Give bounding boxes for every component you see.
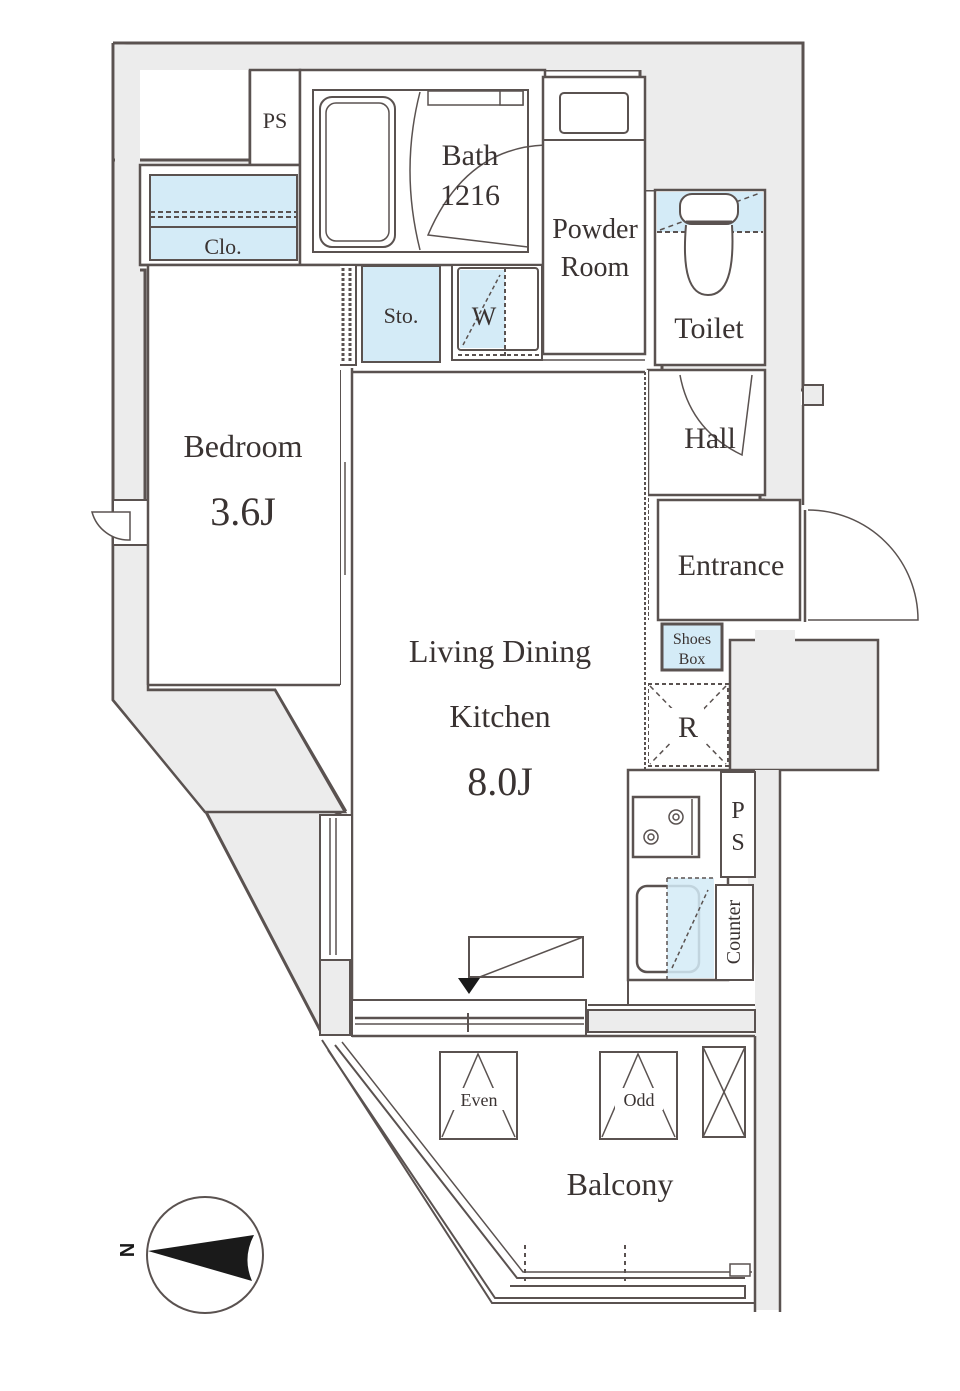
compass-label: N: [115, 1243, 137, 1257]
counter: [715, 884, 754, 981]
ldk-size-label: 8.0J: [467, 759, 533, 804]
compass-north-icon: N: [115, 1196, 264, 1314]
balcony-label: Balcony: [567, 1166, 674, 1202]
hatch-even: Even: [439, 1051, 518, 1140]
hatch-odd: Odd: [599, 1051, 678, 1140]
ps-top-label: PS: [263, 108, 287, 133]
bath-size-label: 1216: [440, 179, 500, 212]
ps-kitchen: [720, 771, 756, 878]
entrance-label: Entrance: [678, 549, 785, 582]
bedroom-label: Bedroom: [183, 428, 302, 464]
ps-kitchen-label-2: S: [731, 830, 744, 856]
hall-label: Hall: [684, 422, 736, 455]
storage-label: Sto.: [384, 303, 419, 328]
ldk-label-1: Living Dining: [409, 633, 591, 669]
arrow-down-icon: [458, 978, 480, 994]
storage: [361, 265, 441, 363]
balcony: [340, 1038, 755, 1268]
ps-kitchen-label-1: P: [731, 798, 744, 824]
closet-label: Clo.: [204, 234, 241, 259]
entrance-door-swing: [807, 509, 919, 621]
bedroom-size-label: 3.6J: [210, 489, 276, 534]
bedroom: [148, 265, 340, 685]
stove: [631, 795, 701, 859]
living-dining-kitchen: [352, 370, 648, 1000]
powder-room-label-2: Room: [561, 252, 630, 283]
shoes-box: [660, 622, 724, 672]
ldk-label-2: Kitchen: [449, 698, 550, 734]
toilet-label: Toilet: [674, 312, 744, 345]
outdoor-unit: [702, 1046, 746, 1138]
burner-icon: [643, 809, 684, 845]
washer-label: W: [472, 302, 497, 331]
ps-top: [248, 68, 302, 167]
entrance: [656, 498, 802, 622]
refrigerator-label: R: [678, 711, 698, 744]
hatch-even-label: Even: [461, 1090, 498, 1110]
powder-room-label-1: Powder: [552, 214, 638, 245]
bath-label: Bath: [442, 139, 499, 172]
counter-label: Counter: [723, 899, 745, 964]
shoes-box-label-2: Box: [679, 651, 706, 668]
shoes-box-label-1: Shoes: [673, 631, 711, 648]
hatch-odd-label: Odd: [624, 1090, 655, 1110]
